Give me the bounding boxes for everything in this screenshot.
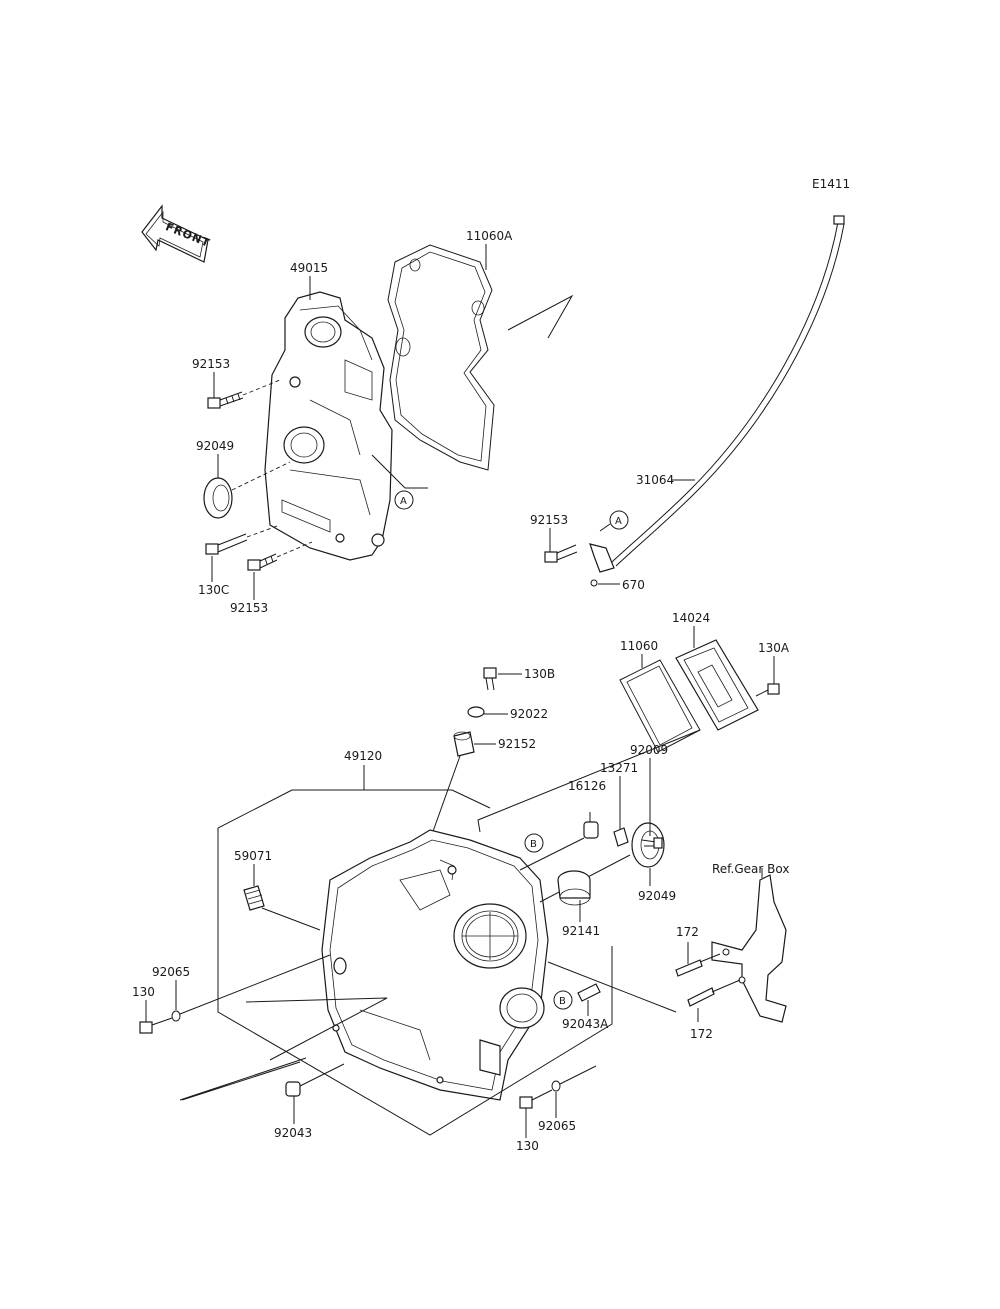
plug-13271 bbox=[613, 827, 629, 847]
diagram-code: E1411 bbox=[812, 177, 850, 191]
plug-59071 bbox=[243, 885, 265, 911]
gasket-11060A bbox=[387, 244, 495, 471]
label-ref-gear-box: Ref.Gear Box bbox=[712, 862, 789, 876]
label-92043A: 92043A bbox=[562, 1017, 609, 1031]
label-92022: 92022 bbox=[510, 707, 548, 721]
label-49120: 49120 bbox=[344, 749, 382, 763]
label-16126: 16126 bbox=[568, 779, 606, 793]
callout-circle-a2 bbox=[609, 510, 629, 530]
crankcase-49120 bbox=[321, 829, 549, 1101]
gear-cover-49015 bbox=[264, 291, 393, 561]
label-130-a: 130 bbox=[132, 985, 155, 999]
bolt-130-bottom bbox=[519, 1096, 533, 1109]
phantom-line-upper bbox=[507, 294, 574, 339]
oil-tube-31064 bbox=[589, 215, 845, 573]
bushing-92141 bbox=[557, 870, 591, 906]
label-670: 670 bbox=[622, 578, 645, 592]
label-13271: 13271 bbox=[600, 761, 638, 775]
leader-92043 bbox=[299, 1063, 345, 1087]
leader-studs bbox=[687, 942, 741, 1022]
dowel-16126 bbox=[583, 821, 599, 839]
callout-b1: B bbox=[530, 839, 537, 850]
bolt-92153-c bbox=[544, 544, 578, 563]
leader-bottom-bolt bbox=[531, 1065, 597, 1101]
callout-a2: A bbox=[615, 516, 622, 527]
phantom-line-lower bbox=[179, 997, 388, 1101]
label-92049-b: 92049 bbox=[638, 889, 676, 903]
leader-16126 bbox=[519, 812, 591, 871]
washer-92065-left bbox=[171, 1010, 181, 1022]
label-92065-a: 92065 bbox=[152, 965, 190, 979]
plug-92152 bbox=[453, 731, 475, 757]
label-130-b: 130 bbox=[516, 1139, 539, 1153]
callout-circle-b2 bbox=[553, 990, 573, 1010]
dashed-bolt-lines bbox=[242, 379, 313, 558]
breather-cover-14024 bbox=[675, 639, 759, 731]
label-92043: 92043 bbox=[274, 1126, 312, 1140]
label-92153-b: 92153 bbox=[230, 601, 268, 615]
stud-172-lower bbox=[687, 987, 715, 1007]
bolt-92009 bbox=[641, 837, 663, 849]
label-59071: 59071 bbox=[234, 849, 272, 863]
bolt-92153-a bbox=[207, 391, 244, 409]
label-11060: 11060 bbox=[620, 639, 658, 653]
phantom-line-gearbox bbox=[547, 961, 677, 1013]
label-172-a: 172 bbox=[676, 925, 699, 939]
leader-left-bolt bbox=[151, 954, 331, 1026]
label-92141: 92141 bbox=[562, 924, 600, 938]
stud-172-upper bbox=[675, 959, 703, 977]
label-92009: 92009 bbox=[630, 743, 668, 757]
phantom-line-cover bbox=[477, 729, 701, 833]
bolt-130C bbox=[205, 533, 248, 555]
callout-line-a2 bbox=[599, 523, 611, 532]
dowel-92043A bbox=[577, 983, 601, 1002]
label-130A: 130A bbox=[758, 641, 790, 655]
o-ring-670 bbox=[590, 579, 598, 587]
oil-seal-92049-upper bbox=[203, 477, 233, 519]
callout-b2: B bbox=[559, 996, 566, 1007]
label-31064: 31064 bbox=[636, 473, 674, 487]
dowel-92043 bbox=[285, 1081, 301, 1097]
bolt-92153-b bbox=[247, 553, 278, 571]
leader-59071 bbox=[261, 907, 321, 931]
washer-92022 bbox=[467, 706, 485, 718]
label-92153-c: 92153 bbox=[530, 513, 568, 527]
label-49015: 49015 bbox=[290, 261, 328, 275]
label-92049-a: 92049 bbox=[196, 439, 234, 453]
label-130B: 130B bbox=[524, 667, 555, 681]
label-130C: 130C bbox=[198, 583, 229, 597]
callout-circle-b1 bbox=[524, 833, 544, 853]
label-92152: 92152 bbox=[498, 737, 536, 751]
bolt-130A bbox=[755, 683, 780, 697]
washer-92065-bottom bbox=[551, 1080, 561, 1092]
label-14024: 14024 bbox=[672, 611, 710, 625]
label-92065-b: 92065 bbox=[538, 1119, 576, 1133]
callout-line-a1 bbox=[371, 454, 428, 489]
callout-circle-a1 bbox=[394, 490, 414, 510]
label-172-b: 172 bbox=[690, 1027, 713, 1041]
label-92153-a: 92153 bbox=[192, 357, 230, 371]
front-arrow-icon: FRONT bbox=[141, 204, 212, 263]
bolt-130-left bbox=[139, 1021, 153, 1034]
bolt-130B bbox=[483, 667, 497, 691]
label-11060A: 11060A bbox=[466, 229, 513, 243]
gear-box-bracket bbox=[711, 874, 787, 1023]
callout-a1: A bbox=[400, 496, 407, 507]
dashed-link-seal bbox=[231, 461, 291, 491]
